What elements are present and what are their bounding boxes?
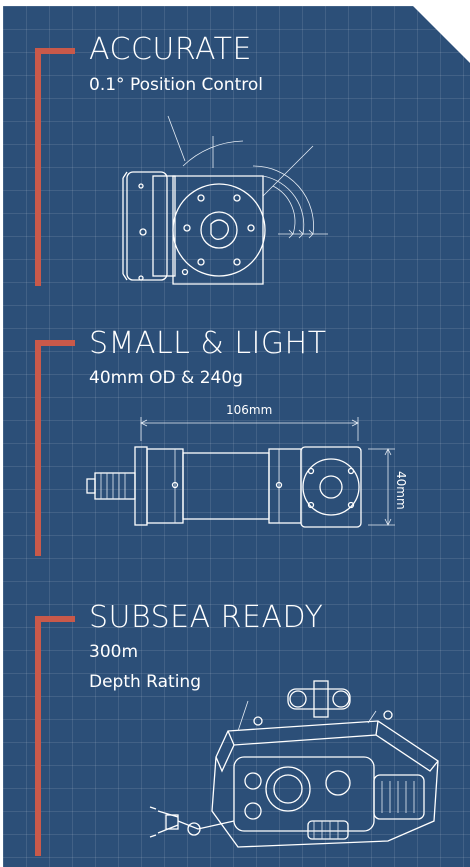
infographic-card: ACCURATE 0.1° Position Control bbox=[3, 6, 470, 867]
accent-bracket-horizontal bbox=[35, 340, 75, 346]
section-subtitle-depth: 300m bbox=[89, 642, 139, 662]
section-title: ACCURATE bbox=[89, 32, 252, 67]
section-subsea-ready: SUBSEA READY 300m Depth Rating bbox=[3, 576, 470, 867]
actuator-front-drawing bbox=[122, 115, 328, 285]
accent-bracket-horizontal bbox=[35, 616, 75, 622]
actuator-side-drawing: 106mm 40mm bbox=[86, 403, 408, 528]
accent-bracket-vertical bbox=[35, 48, 41, 286]
accent-bracket-horizontal bbox=[35, 48, 75, 54]
rov-drawing bbox=[149, 680, 439, 848]
accent-bracket-vertical bbox=[35, 616, 41, 856]
section-subtitle: 40mm OD & 240g bbox=[89, 368, 243, 388]
section-title: SUBSEA READY bbox=[89, 600, 324, 635]
section-accurate: ACCURATE 0.1° Position Control bbox=[3, 6, 470, 296]
section-title: SMALL & LIGHT bbox=[89, 326, 327, 361]
section-subtitle: 0.1° Position Control bbox=[89, 75, 263, 95]
diameter-dimension-label: 40mm bbox=[394, 471, 408, 510]
length-dimension-label: 106mm bbox=[226, 403, 272, 417]
section-subtitle-rating: Depth Rating bbox=[89, 672, 201, 692]
accent-bracket-vertical bbox=[35, 340, 41, 556]
section-small-light: SMALL & LIGHT 40mm OD & 240g 106mm 40mm bbox=[3, 296, 470, 576]
